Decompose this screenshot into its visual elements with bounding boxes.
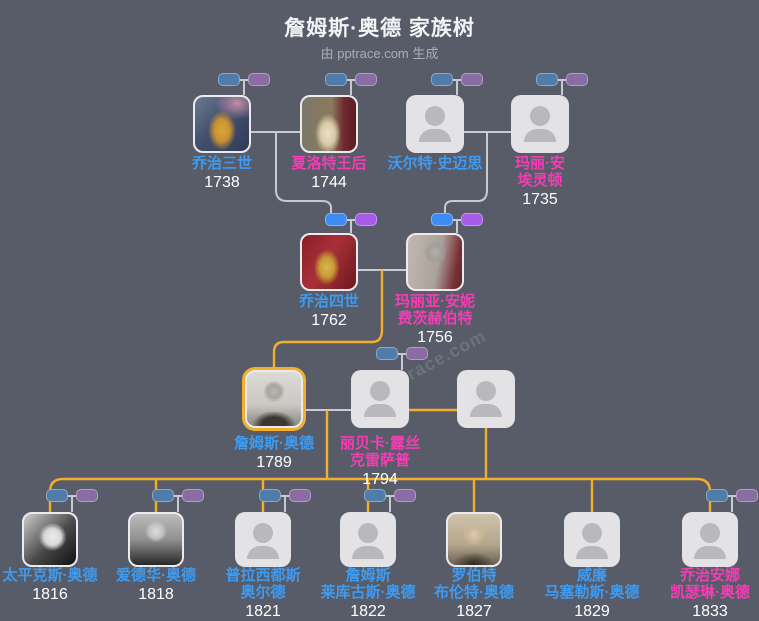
mini-female-node[interactable] [461, 73, 483, 86]
mini-male-node[interactable] [376, 347, 398, 360]
avatar-placeholder-icon [582, 523, 602, 543]
mini-female-node[interactable] [566, 73, 588, 86]
person-year: 1744 [311, 174, 347, 191]
avatar-placeholder-icon [530, 106, 550, 126]
person-name: 詹姆斯·奥德 [234, 435, 314, 452]
person-year: 1816 [32, 586, 68, 603]
avatar-placeholder-icon [476, 381, 496, 401]
mini-male-node[interactable] [218, 73, 240, 86]
person-label-robert: 罗伯特 布伦特·奥德 1827 [399, 567, 549, 621]
mini-female-node[interactable] [76, 489, 98, 502]
person-name: 乔治四世 [298, 293, 359, 310]
person-node-charlotte[interactable] [300, 95, 358, 153]
person-year: 1822 [350, 603, 386, 620]
person-name: 丽贝卡·露丝 克雷萨普 [340, 435, 420, 469]
person-name: 沃尔特·史迈思 [387, 155, 483, 172]
person-name: 夏洛特王后 [291, 155, 367, 172]
avatar-placeholder-icon [358, 523, 378, 543]
mini-female-node[interactable] [355, 73, 377, 86]
person-node-george4[interactable] [300, 233, 358, 291]
person-name: 普拉西都斯 奥尔德 [225, 567, 301, 601]
person-node-placidus[interactable] [235, 512, 291, 567]
avatar-placeholder-icon [425, 106, 445, 126]
person-label-charlotte: 夏洛特王后 1744 [254, 155, 404, 192]
mini-male-node[interactable] [152, 489, 174, 502]
person-year: 1735 [522, 191, 558, 208]
person-node-rebecca[interactable] [351, 370, 409, 428]
person-year: 1762 [311, 312, 347, 329]
person-label-maria: 玛丽亚·安妮 费茨赫伯特 1756 [360, 293, 510, 347]
person-label-georgiana: 乔治安娜 凯瑟琳·奥德 1833 [635, 567, 759, 621]
person-label-mary: 玛丽·安 埃灵顿 1735 [465, 155, 615, 209]
mini-female-node[interactable] [736, 489, 758, 502]
person-node-maria[interactable] [406, 233, 464, 291]
mini-male-node[interactable] [46, 489, 68, 502]
person-year: 1829 [574, 603, 610, 620]
mini-female-node[interactable] [355, 213, 377, 226]
mini-female-node[interactable] [461, 213, 483, 226]
mini-male-node[interactable] [325, 73, 347, 86]
person-node-edward[interactable] [128, 512, 184, 567]
person-node-mary[interactable] [511, 95, 569, 153]
mini-male-node[interactable] [431, 73, 453, 86]
mini-female-node[interactable] [248, 73, 270, 86]
person-node-walter[interactable] [406, 95, 464, 153]
person-year: 1794 [362, 471, 398, 488]
person-year: 1789 [256, 454, 292, 471]
person-node-james[interactable] [245, 370, 303, 428]
person-label-rebecca: 丽贝卡·露丝 克雷萨普 1794 [305, 435, 455, 489]
person-label-placidus: 普拉西都斯 奥尔德 1821 [188, 567, 338, 621]
avatar-placeholder-icon [253, 523, 273, 543]
mini-female-node[interactable] [289, 489, 311, 502]
person-name: 罗伯特 布伦特·奥德 [434, 567, 514, 601]
page-subtitle: 由 pptrace.com 生成 [320, 46, 439, 61]
person-year: 1738 [204, 174, 240, 191]
avatar-placeholder-icon [370, 381, 390, 401]
page-title: 詹姆斯·奥德 家族树 [284, 17, 475, 40]
person-node-unknown-spouse[interactable] [457, 370, 515, 428]
person-node-george3[interactable] [193, 95, 251, 153]
mini-female-node[interactable] [394, 489, 416, 502]
person-year: 1818 [138, 586, 174, 603]
person-label-james: 詹姆斯·奥德 1789 [199, 435, 349, 472]
person-node-jamesl[interactable] [340, 512, 396, 567]
person-node-robert[interactable] [446, 512, 502, 567]
mini-male-node[interactable] [259, 489, 281, 502]
person-name: 玛丽·安 埃灵顿 [515, 155, 565, 189]
person-name: 太平克斯·奥德 [2, 567, 98, 584]
person-year: 1833 [692, 603, 728, 620]
person-name: 乔治三世 [191, 155, 252, 172]
person-label-george3: 乔治三世 1738 [147, 155, 297, 192]
avatar-placeholder-icon [700, 523, 720, 543]
person-label-jamesl: 詹姆斯 莱库古斯·奥德 1822 [293, 567, 443, 621]
person-year: 1821 [245, 603, 281, 620]
person-name: 爱德华·奥德 [116, 567, 196, 584]
mini-male-node[interactable] [431, 213, 453, 226]
person-label-pacificus: 太平克斯·奥德 1816 [0, 567, 125, 604]
person-name: 威廉 马塞勒斯·奥德 [544, 567, 640, 601]
mini-male-node[interactable] [706, 489, 728, 502]
mini-male-node[interactable] [325, 213, 347, 226]
person-year: 1756 [417, 329, 453, 346]
mini-male-node[interactable] [536, 73, 558, 86]
person-label-edward: 爱德华·奥德 1818 [81, 567, 231, 604]
mini-male-node[interactable] [364, 489, 386, 502]
person-label-walter: 沃尔特·史迈思 [360, 155, 510, 172]
person-node-pacificus[interactable] [22, 512, 78, 567]
person-node-william[interactable] [564, 512, 620, 567]
person-year: 1827 [456, 603, 492, 620]
person-node-georgiana[interactable] [682, 512, 738, 567]
person-name: 玛丽亚·安妮 费茨赫伯特 [395, 293, 475, 327]
person-name: 詹姆斯 莱库古斯·奥德 [320, 567, 416, 601]
person-name: 乔治安娜 凯瑟琳·奥德 [670, 567, 750, 601]
mini-female-node[interactable] [406, 347, 428, 360]
person-label-william: 威廉 马塞勒斯·奥德 1829 [517, 567, 667, 621]
person-label-george4: 乔治四世 1762 [254, 293, 404, 330]
mini-female-node[interactable] [182, 489, 204, 502]
